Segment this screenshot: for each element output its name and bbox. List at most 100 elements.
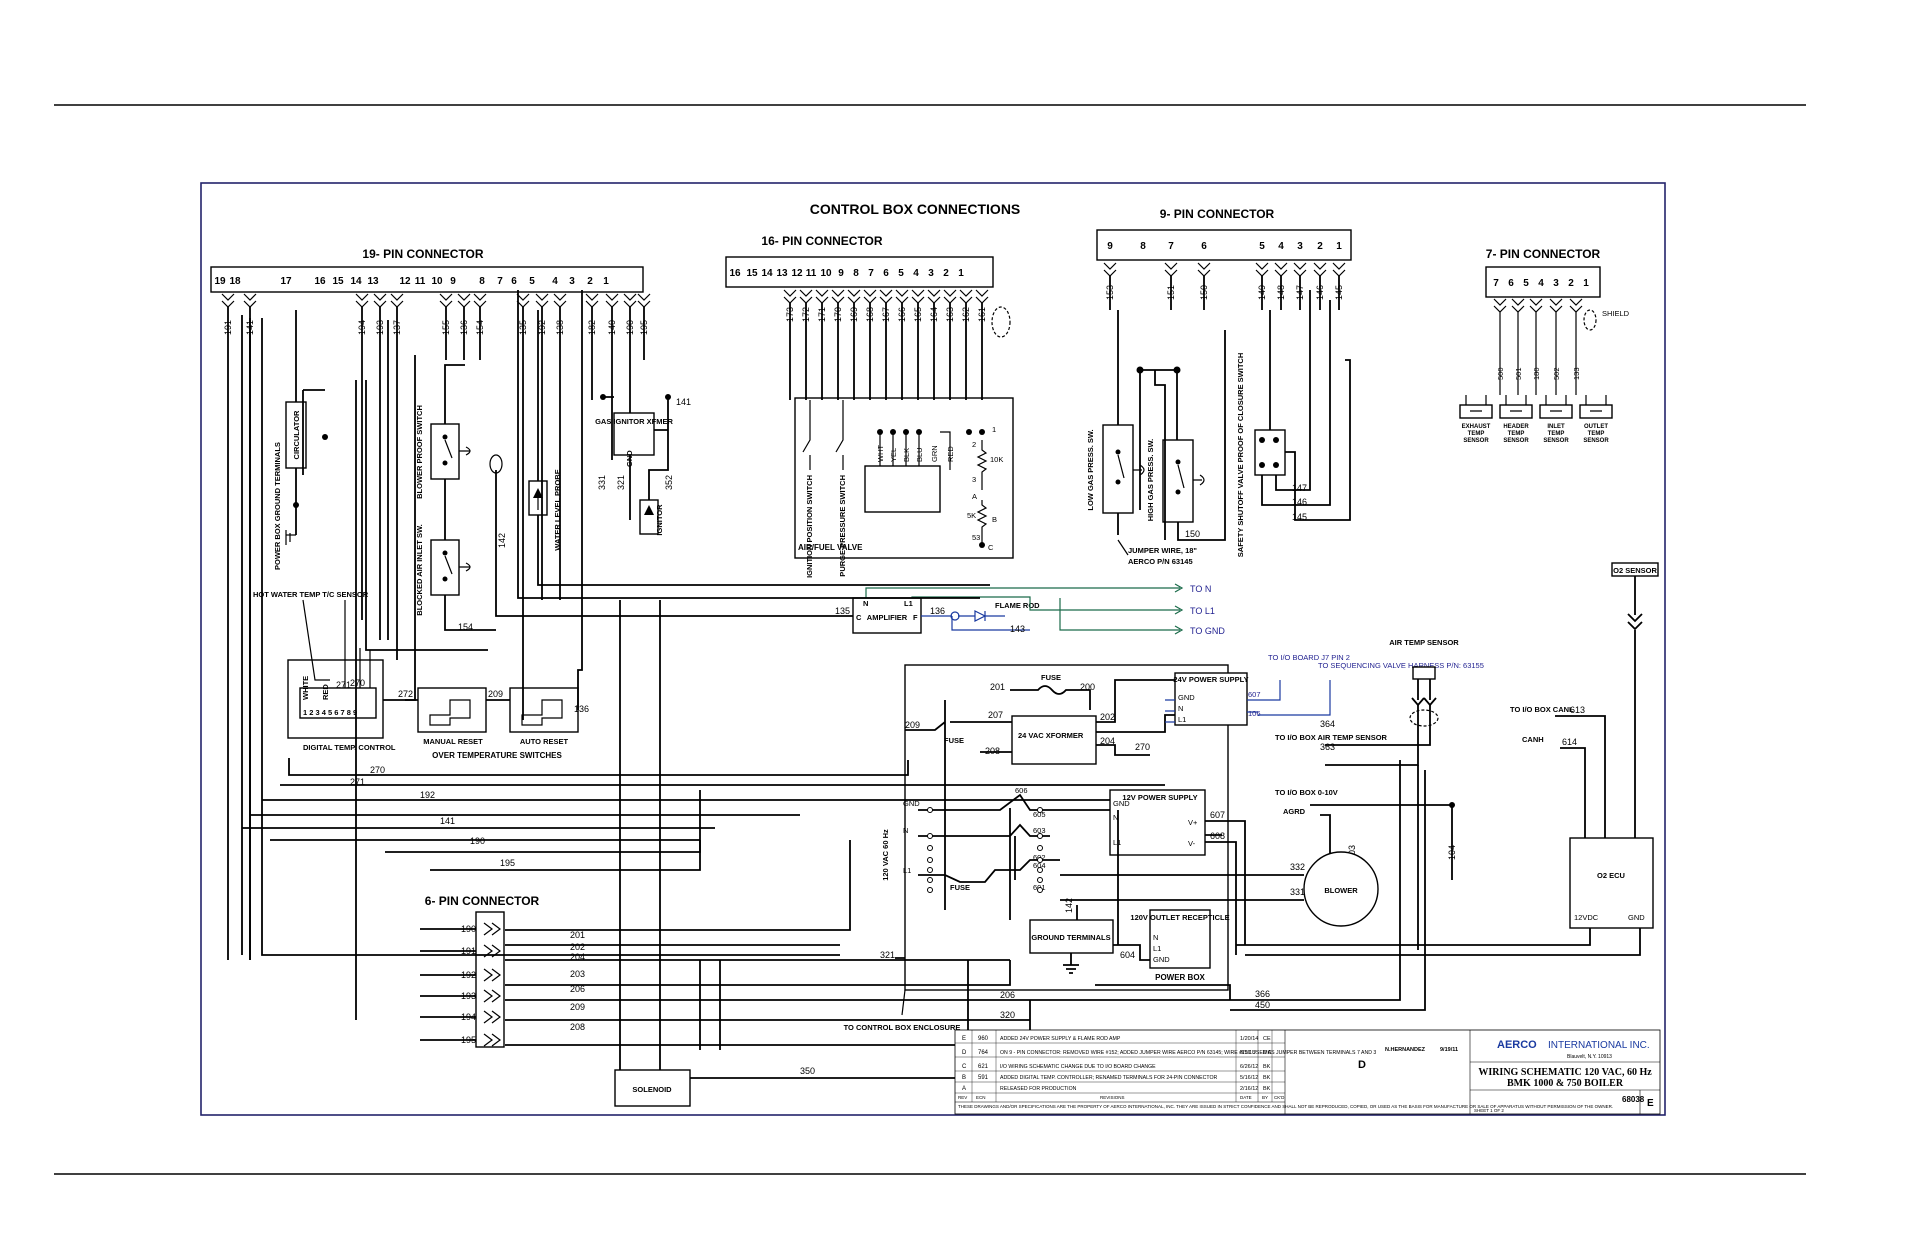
wire-202-6pin: 202	[570, 942, 585, 952]
c16-pin-4: 4	[913, 268, 919, 279]
c16-pin-3: 3	[928, 268, 934, 279]
outlet-label: 120V OUTLET RECEPTICLE	[1130, 913, 1229, 922]
wire-204-6pin: 204	[570, 952, 585, 962]
control-box-enclosure	[904, 664, 1229, 991]
rev-E-by: CE	[1263, 1036, 1271, 1042]
24v-power-supply	[1174, 672, 1248, 726]
wire-604-label: 604	[1120, 950, 1135, 960]
c19-pin-19: 19	[214, 276, 226, 287]
ps24-l1: L1	[1178, 715, 1186, 724]
header-label-2: SENSOR	[1503, 438, 1529, 444]
schematic-title: CONTROL BOX CONNECTIONS	[810, 201, 1021, 217]
blower-label: BLOWER	[1324, 886, 1358, 895]
wire-135-c19: 135	[518, 320, 528, 335]
to-gnd: TO GND	[1190, 626, 1225, 636]
c9-pin-9: 9	[1107, 241, 1113, 252]
wire-143-label: 143	[1010, 624, 1025, 634]
amp-c: C	[856, 613, 862, 622]
c19-pin-16: 16	[314, 276, 326, 287]
low-gas-label: LOW GAS PRESS. SW.	[1086, 429, 1095, 510]
c19-pin-14: 14	[350, 276, 362, 287]
circulator: CIRCULATOR	[285, 310, 307, 545]
wire-150-c9: 150	[1199, 285, 1209, 300]
ac-wire-4: 604	[1033, 861, 1046, 870]
rev-A-desc: RELEASED FOR PRODUCTION	[1000, 1086, 1077, 1092]
rev-D-letter: D	[962, 1050, 967, 1056]
manual-reset-label: MANUAL RESET	[423, 737, 483, 746]
ecu-12v: 12VDC	[1574, 913, 1599, 922]
o2-ecu-label: O2 ECU	[1597, 871, 1625, 880]
wire-206-6pin: 206	[570, 984, 585, 994]
ac-wire-1: 605	[1033, 810, 1046, 819]
power-box-ground-label: POWER BOX GROUND TERMINALS	[273, 442, 282, 570]
wire-148-c9: 148	[1276, 285, 1286, 300]
ps24-out-1: 607	[1248, 690, 1261, 699]
c7-pin-1: 1	[1583, 278, 1589, 289]
wire-165-c16: 165	[913, 307, 923, 322]
wire-206-bus: 206	[1000, 990, 1015, 1000]
header-label-0: HEADER	[1503, 424, 1529, 430]
c16-pin-10: 10	[820, 268, 832, 279]
wire-151-c9: 151	[1166, 285, 1176, 300]
wire-191-c19: 191	[223, 320, 233, 335]
water-level-probe: WATER LEVEL PROBE	[528, 469, 562, 551]
rev-D-desc: ON 9 - PIN CONNECTOR: REMOVED WIRE #152;…	[1000, 1050, 1376, 1056]
air-temp-label: AIR TEMP SENSOR	[1389, 638, 1459, 647]
c9-pin-5: 5	[1259, 241, 1265, 252]
drawn-by: N.HERNANDEZ	[1385, 1047, 1426, 1053]
wire-161-c16: 161	[977, 307, 987, 322]
ignitor-label: IGNITOR	[655, 504, 664, 536]
wire-153-c9: 153	[1105, 285, 1115, 300]
amp-f: F	[913, 613, 918, 622]
blocked-air-inlet-switch: BLOCKED AIR INLET SW.	[415, 524, 471, 616]
outlet-receptacle	[1149, 909, 1211, 969]
wire-150-label: 150	[1185, 529, 1200, 539]
to-l1: TO L1	[1190, 606, 1215, 616]
safety-valve-label: SAFETY SHUTOFF VALVE PROOF OF CLOSURE SW…	[1236, 353, 1245, 557]
wire-166-c16: 166	[897, 307, 907, 322]
c19-pin-10: 10	[431, 276, 443, 287]
header-label-1: TEMP	[1508, 431, 1525, 437]
c19-pin-1: 1	[603, 276, 609, 287]
gas-ignitor-label: GAS IGNITOR XFMER	[595, 417, 673, 426]
wire-607-label: 607	[1210, 810, 1225, 820]
wire-141-bus: 141	[440, 816, 455, 826]
wire-195-c19: 195	[639, 320, 649, 335]
c7-pin-4: 4	[1538, 278, 1544, 289]
fuse-2-label: FUSE	[944, 736, 964, 745]
wire-135-label: 135	[835, 606, 850, 616]
wire-608-label: 608	[1210, 831, 1225, 841]
c19-pin-17: 17	[280, 276, 292, 287]
water-level-label: WATER LEVEL PROBE	[553, 469, 562, 550]
to-io-canl: TO I/O BOX CANL	[1510, 705, 1574, 714]
air-fuel-label: AIR/FUEL VALVE	[798, 543, 863, 552]
wire-332-label: 332	[1290, 862, 1305, 872]
ground-terminals-label: GROUND TERMINALS	[1031, 933, 1110, 942]
ps12-vplus: V+	[1188, 818, 1198, 827]
wire-321-label: 321	[616, 475, 626, 490]
outlet-l1: L1	[1153, 944, 1161, 953]
wire-136-ots-label: 136	[574, 704, 589, 714]
wire-146-bottom: 146	[1292, 497, 1307, 507]
inlet-label-0: INLET	[1547, 424, 1565, 430]
wire-364-label: 364	[1320, 719, 1335, 729]
ignition-switch-label: IGNITION POSITION SWITCH	[805, 475, 814, 578]
rev-E-desc: ADDED 24V POWER SUPPLY & FLAME ROD AMP	[1000, 1036, 1121, 1042]
wire-180-c7: 180	[1532, 367, 1541, 380]
over-temp-label: OVER TEMPERATURE SWITCHES	[432, 751, 562, 760]
safety-shutoff-valve: SAFETY SHUTOFF VALVE PROOF OF CLOSURE SW…	[1236, 353, 1286, 557]
inlet-label-1: TEMP	[1548, 431, 1565, 437]
wire-169-c16: 169	[849, 307, 859, 322]
connector-16-title: 16- PIN CONNECTOR	[761, 234, 882, 248]
c7-pin-7: 7	[1493, 278, 1499, 289]
wire-207-label: 207	[988, 710, 1003, 720]
outlet-n: N	[1153, 933, 1158, 942]
amp-l1: L1	[904, 599, 913, 608]
c16-pin-6: 6	[883, 268, 889, 279]
company-name: INTERNATIONAL INC.	[1548, 1040, 1650, 1051]
wire-501-c7: 501	[1514, 367, 1523, 380]
c7-pin-2: 2	[1568, 278, 1574, 289]
